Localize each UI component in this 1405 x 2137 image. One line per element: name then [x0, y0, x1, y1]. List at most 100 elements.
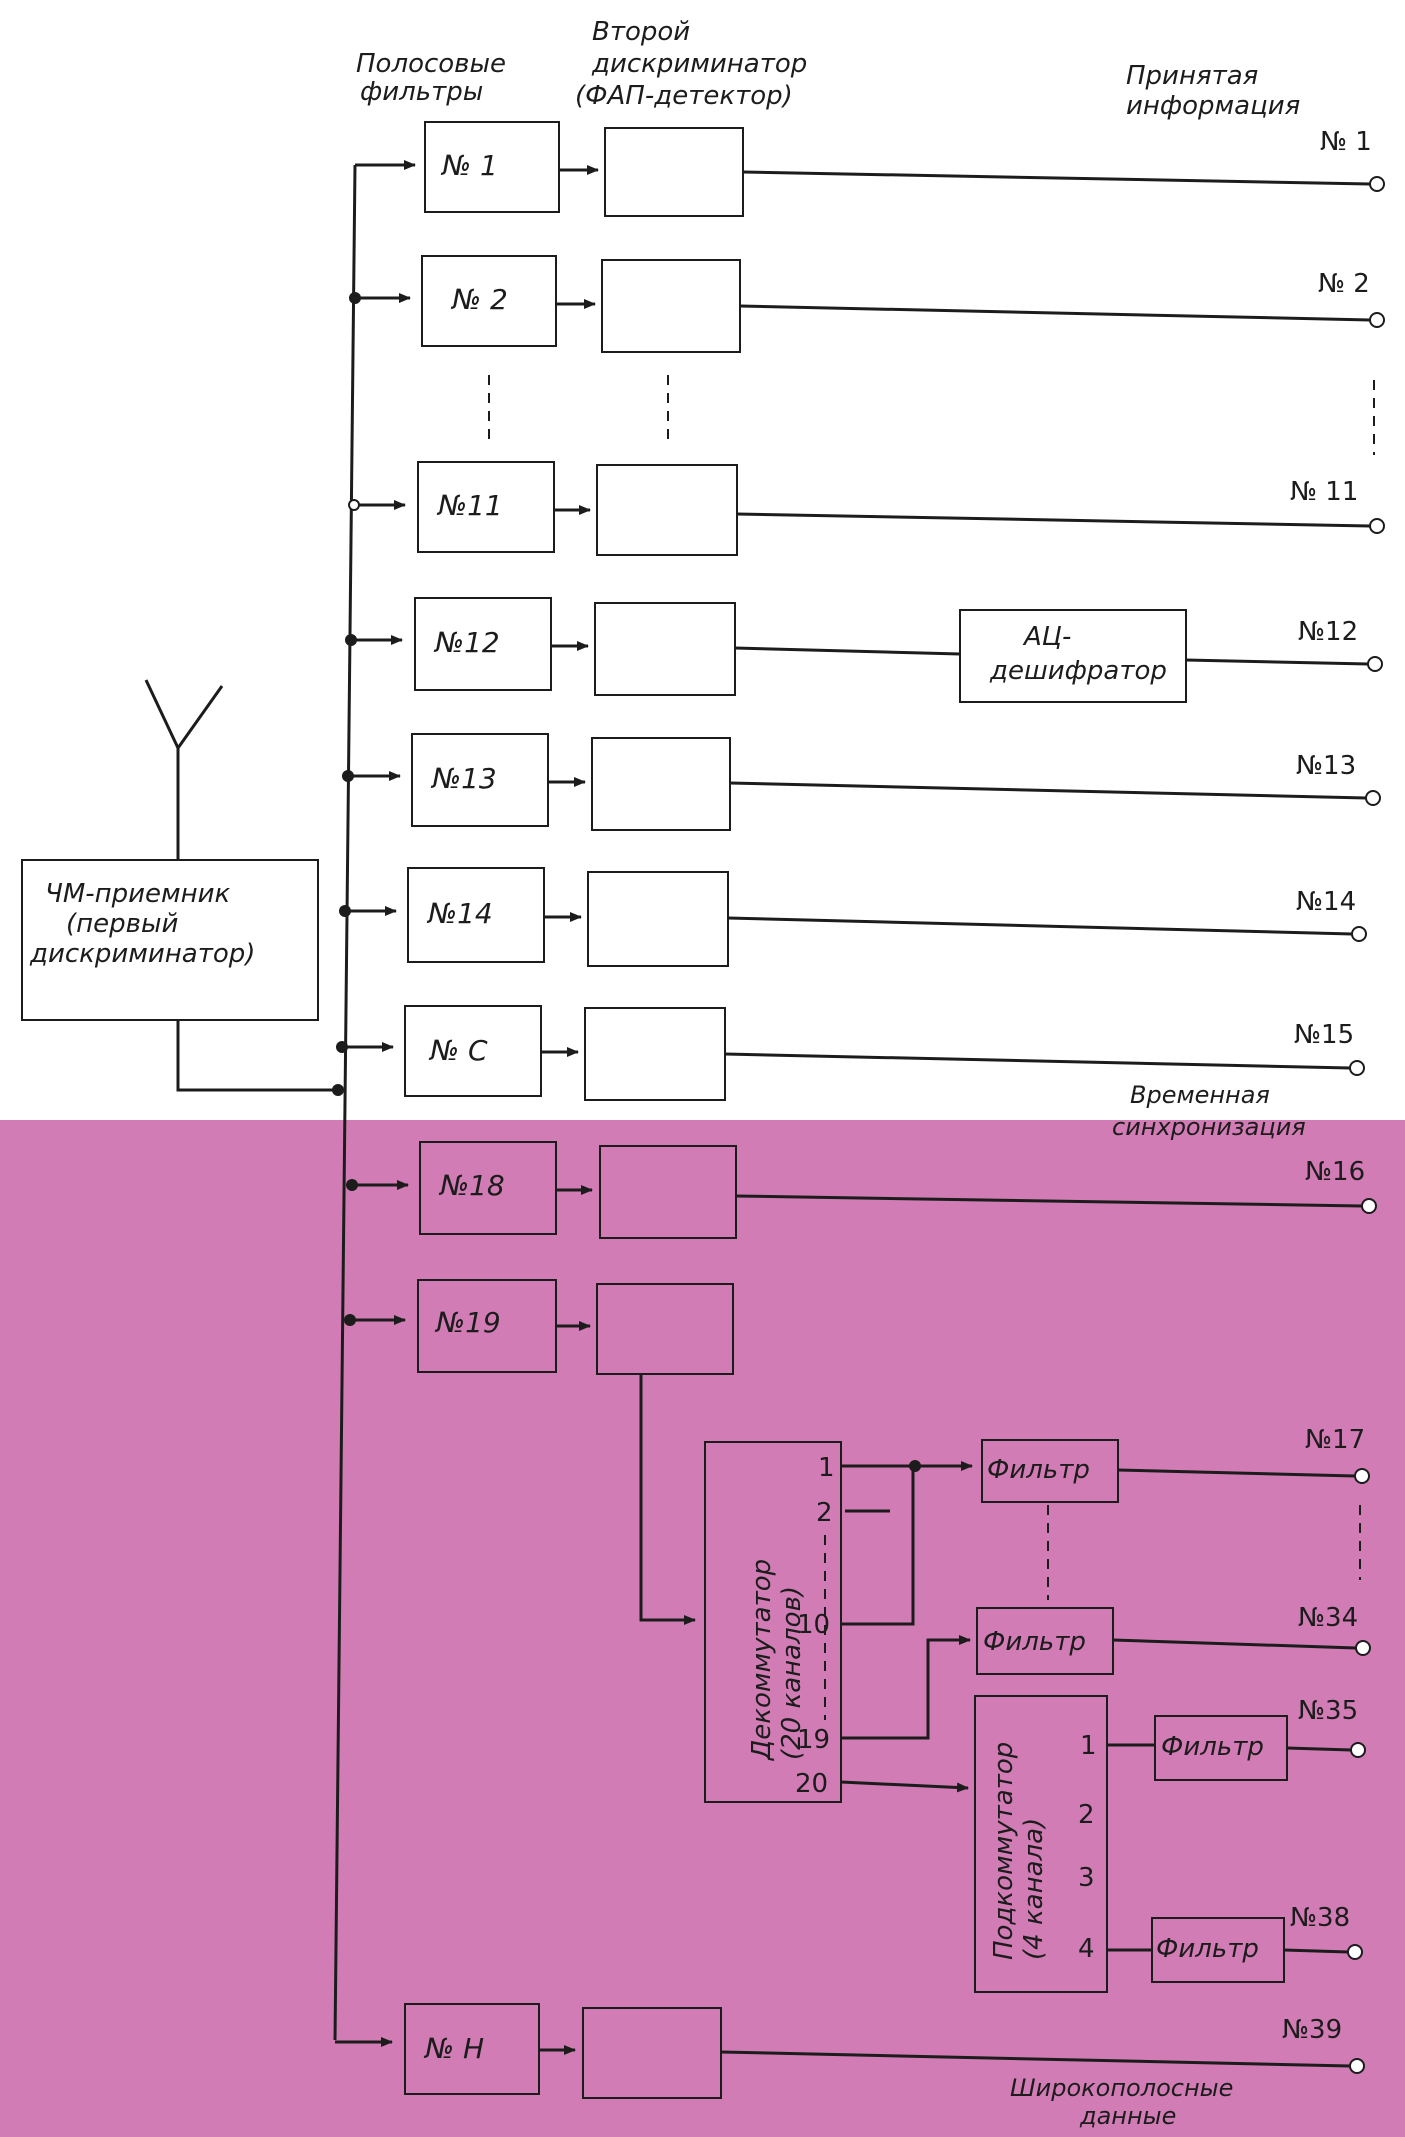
discriminator-13	[591, 737, 731, 831]
output-terminal-14	[1351, 926, 1367, 942]
bandpass-filter-14	[407, 867, 545, 963]
channel-row-11: №11 № 11	[348, 461, 1385, 556]
port10-line	[841, 1466, 915, 1626]
discriminator-14	[587, 871, 729, 967]
output-terminal-13	[1365, 790, 1381, 806]
subcommutator-block: Подкоммутатор (4 канала) 1 2 3 4	[974, 1695, 1108, 1993]
channel-row-18: №18 №16	[346, 1141, 1377, 1239]
channel-row-12: №12 АЦ- дешифратор №12	[345, 597, 1383, 703]
output-34-label: №34	[1298, 1603, 1358, 1633]
decommutator-port-2: 2	[816, 1498, 833, 1528]
subcommutator-port-3: 3	[1078, 1863, 1095, 1893]
output-17-label: №17	[1305, 1425, 1365, 1455]
output-35-label: №35	[1298, 1696, 1358, 1726]
discriminator-2	[601, 259, 741, 353]
channel-row-1: № 1 № 1	[355, 121, 1385, 217]
header-received-line1: Принятая	[1126, 61, 1258, 91]
decommutator-port-19: 19	[797, 1725, 830, 1755]
antenna-icon	[144, 679, 224, 860]
main-bus	[333, 164, 357, 2041]
filter-18-label: №18	[438, 1169, 505, 1202]
header-filters-line2: фильтры	[360, 77, 483, 107]
discriminator-c	[584, 1007, 726, 1101]
output-2-label: № 2	[1318, 269, 1370, 299]
wideband-line2: данные	[1079, 2102, 1176, 2130]
header-discriminator-line3: (ФАП-детектор)	[575, 81, 793, 111]
adc-label-line1: АЦ-	[1022, 622, 1071, 652]
output-14-label: №14	[1296, 887, 1356, 917]
filter-c-label: № C	[428, 1034, 488, 1067]
filter-38-label: Фильтр	[1156, 1934, 1259, 1964]
wideband-line1: Широкополосные	[1010, 2074, 1233, 2102]
output-13-label: №13	[1296, 751, 1356, 781]
port20-line	[840, 1780, 969, 1793]
filter-35-label: Фильтр	[1161, 1732, 1264, 1762]
channel-row-c: № C №15 Временная синхронизация	[332, 1005, 1365, 1141]
output-terminal-16	[1361, 1198, 1377, 1214]
bandpass-filter-18	[419, 1141, 557, 1235]
filter-34-block: Фильтр	[976, 1607, 1114, 1675]
output-terminal-12	[1367, 656, 1383, 672]
header-received-line2: информация	[1126, 91, 1300, 121]
time-sync-line1: Временная	[1130, 1081, 1270, 1109]
bandpass-filter-1	[424, 121, 560, 213]
filter-h-label: № H	[423, 2032, 484, 2065]
bandpass-filter-13	[411, 733, 549, 827]
time-sync-line2: синхронизация	[1112, 1113, 1306, 1141]
fm-receiver-block: ЧМ-приемник (первый дискриминатор)	[21, 859, 319, 1021]
output-terminal-15	[1349, 1060, 1365, 1076]
channel-row-h: № H №39 Широкополосные данные	[335, 2003, 1365, 2130]
subcommutator-title-line1: Подкоммутатор	[989, 1742, 1019, 1960]
discriminator-19	[596, 1283, 734, 1375]
output-terminal-39	[1349, 2058, 1365, 2074]
filter-11-label: №11	[436, 489, 503, 522]
adc-decoder-block	[959, 609, 1187, 703]
output-15-label: №15	[1294, 1020, 1354, 1050]
filter-35-block: Фильтр	[1154, 1715, 1288, 1781]
filter-14-label: №14	[426, 897, 493, 930]
receiver-label-line2: (первый	[66, 909, 178, 939]
channel-row-2: № 2 № 2	[349, 255, 1385, 353]
bandpass-filter-12	[414, 597, 552, 691]
output-terminal-34	[1355, 1640, 1371, 1656]
decommutator-block: Декоммутатор (20 каналов) 1 2 10 19 20	[704, 1441, 842, 1803]
output-terminal-35	[1350, 1742, 1366, 1758]
output-11-label: № 11	[1290, 477, 1358, 507]
header-discriminator-line2: дискриминатор	[591, 49, 807, 79]
output-terminal-2	[1369, 312, 1385, 328]
output-38-label: №38	[1290, 1903, 1350, 1933]
discriminator-1	[604, 127, 744, 217]
decommutator-title-line1: Декоммутатор	[747, 1559, 777, 1761]
header-discriminator-line1: Второй	[592, 17, 690, 47]
filter-34-label: Фильтр	[983, 1627, 1086, 1657]
decommutator-port-1: 1	[818, 1453, 835, 1483]
bandpass-filter-11	[417, 461, 555, 553]
pink-overlay-region	[0, 1120, 1405, 2137]
adc-label-line2: дешифратор	[989, 656, 1167, 686]
output-terminal-17	[1354, 1468, 1370, 1484]
header-filters-line1: Полосовые	[356, 49, 506, 79]
discriminator-12	[594, 602, 736, 696]
subcommutator-port-2: 2	[1078, 1800, 1095, 1830]
output-terminal-1	[1369, 176, 1385, 192]
decommutator-title-line2: (20 каналов)	[777, 1586, 807, 1760]
port19-line	[841, 1635, 971, 1740]
filter-17-label: Фильтр	[987, 1455, 1090, 1485]
filter-2-label: № 2	[450, 283, 508, 316]
bandpass-filter-2	[421, 255, 557, 347]
subcommutator-port-4: 4	[1078, 1934, 1095, 1964]
channel-row-19: №19	[344, 1279, 734, 1625]
subcommutator-title-line2: (4 канала)	[1019, 1818, 1049, 1960]
receiver-label-line1: ЧМ-приемник	[45, 879, 231, 909]
output-terminal-38	[1347, 1944, 1363, 1960]
filter-13-label: №13	[430, 762, 497, 795]
subcommutator-port-1: 1	[1080, 1731, 1097, 1761]
output-12-label: №12	[1298, 617, 1358, 647]
filter-12-label: №12	[433, 626, 500, 659]
discriminator-11	[596, 464, 738, 556]
receiver-to-bus	[176, 1020, 338, 1092]
output-terminal-11	[1369, 518, 1385, 534]
discriminator-h	[582, 2007, 722, 2099]
channel-row-14: №14 №14	[339, 867, 1367, 967]
